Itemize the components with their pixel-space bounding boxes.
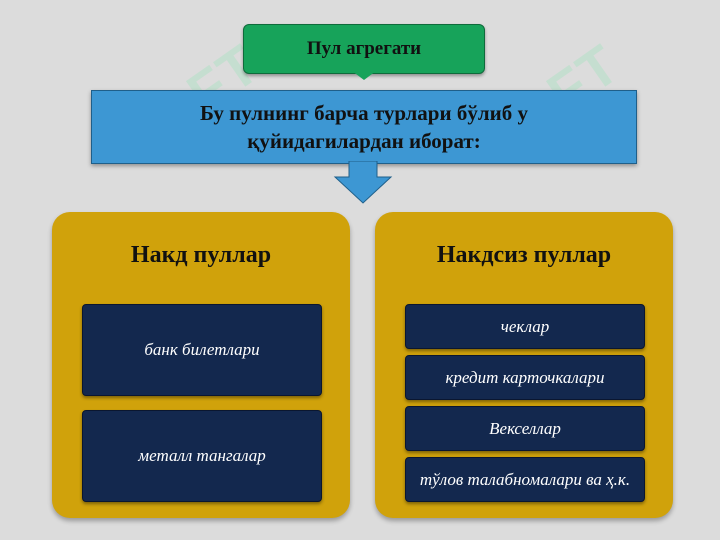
intro-box: Бу пулнинг барча турлари бўлиб у қуйидаг… bbox=[91, 90, 637, 164]
noncash-panel-title: Накдсиз пуллар bbox=[436, 242, 612, 268]
list-item-coins: металл тангалар bbox=[82, 410, 322, 502]
list-item-credit-cards: кредит карточкалари bbox=[405, 355, 645, 400]
title-box: Пул агрегати bbox=[243, 24, 485, 74]
intro-line-1: Бу пулнинг барча турлари бўлиб у bbox=[200, 101, 528, 125]
list-item-bills-of-exchange: Векселлар bbox=[405, 406, 645, 451]
intro-line-2: қуйидагилардан иборат: bbox=[247, 129, 481, 153]
title-text: Пул агрегати bbox=[306, 38, 422, 59]
cash-panel: Накд пуллар банк билетлари металл тангал… bbox=[52, 212, 350, 518]
list-item-payment-requests: тўлов талабномалари ва ҳ.к. bbox=[405, 457, 645, 502]
list-item-checks: чеклар bbox=[405, 304, 645, 349]
title-notch bbox=[352, 71, 376, 80]
list-item-banknotes: банк билетлари bbox=[82, 304, 322, 396]
down-arrow-icon bbox=[333, 161, 393, 204]
cash-panel-title: Накд пуллар bbox=[130, 242, 272, 268]
noncash-panel: Накдсиз пуллар чеклар кредит карточкалар… bbox=[375, 212, 673, 518]
